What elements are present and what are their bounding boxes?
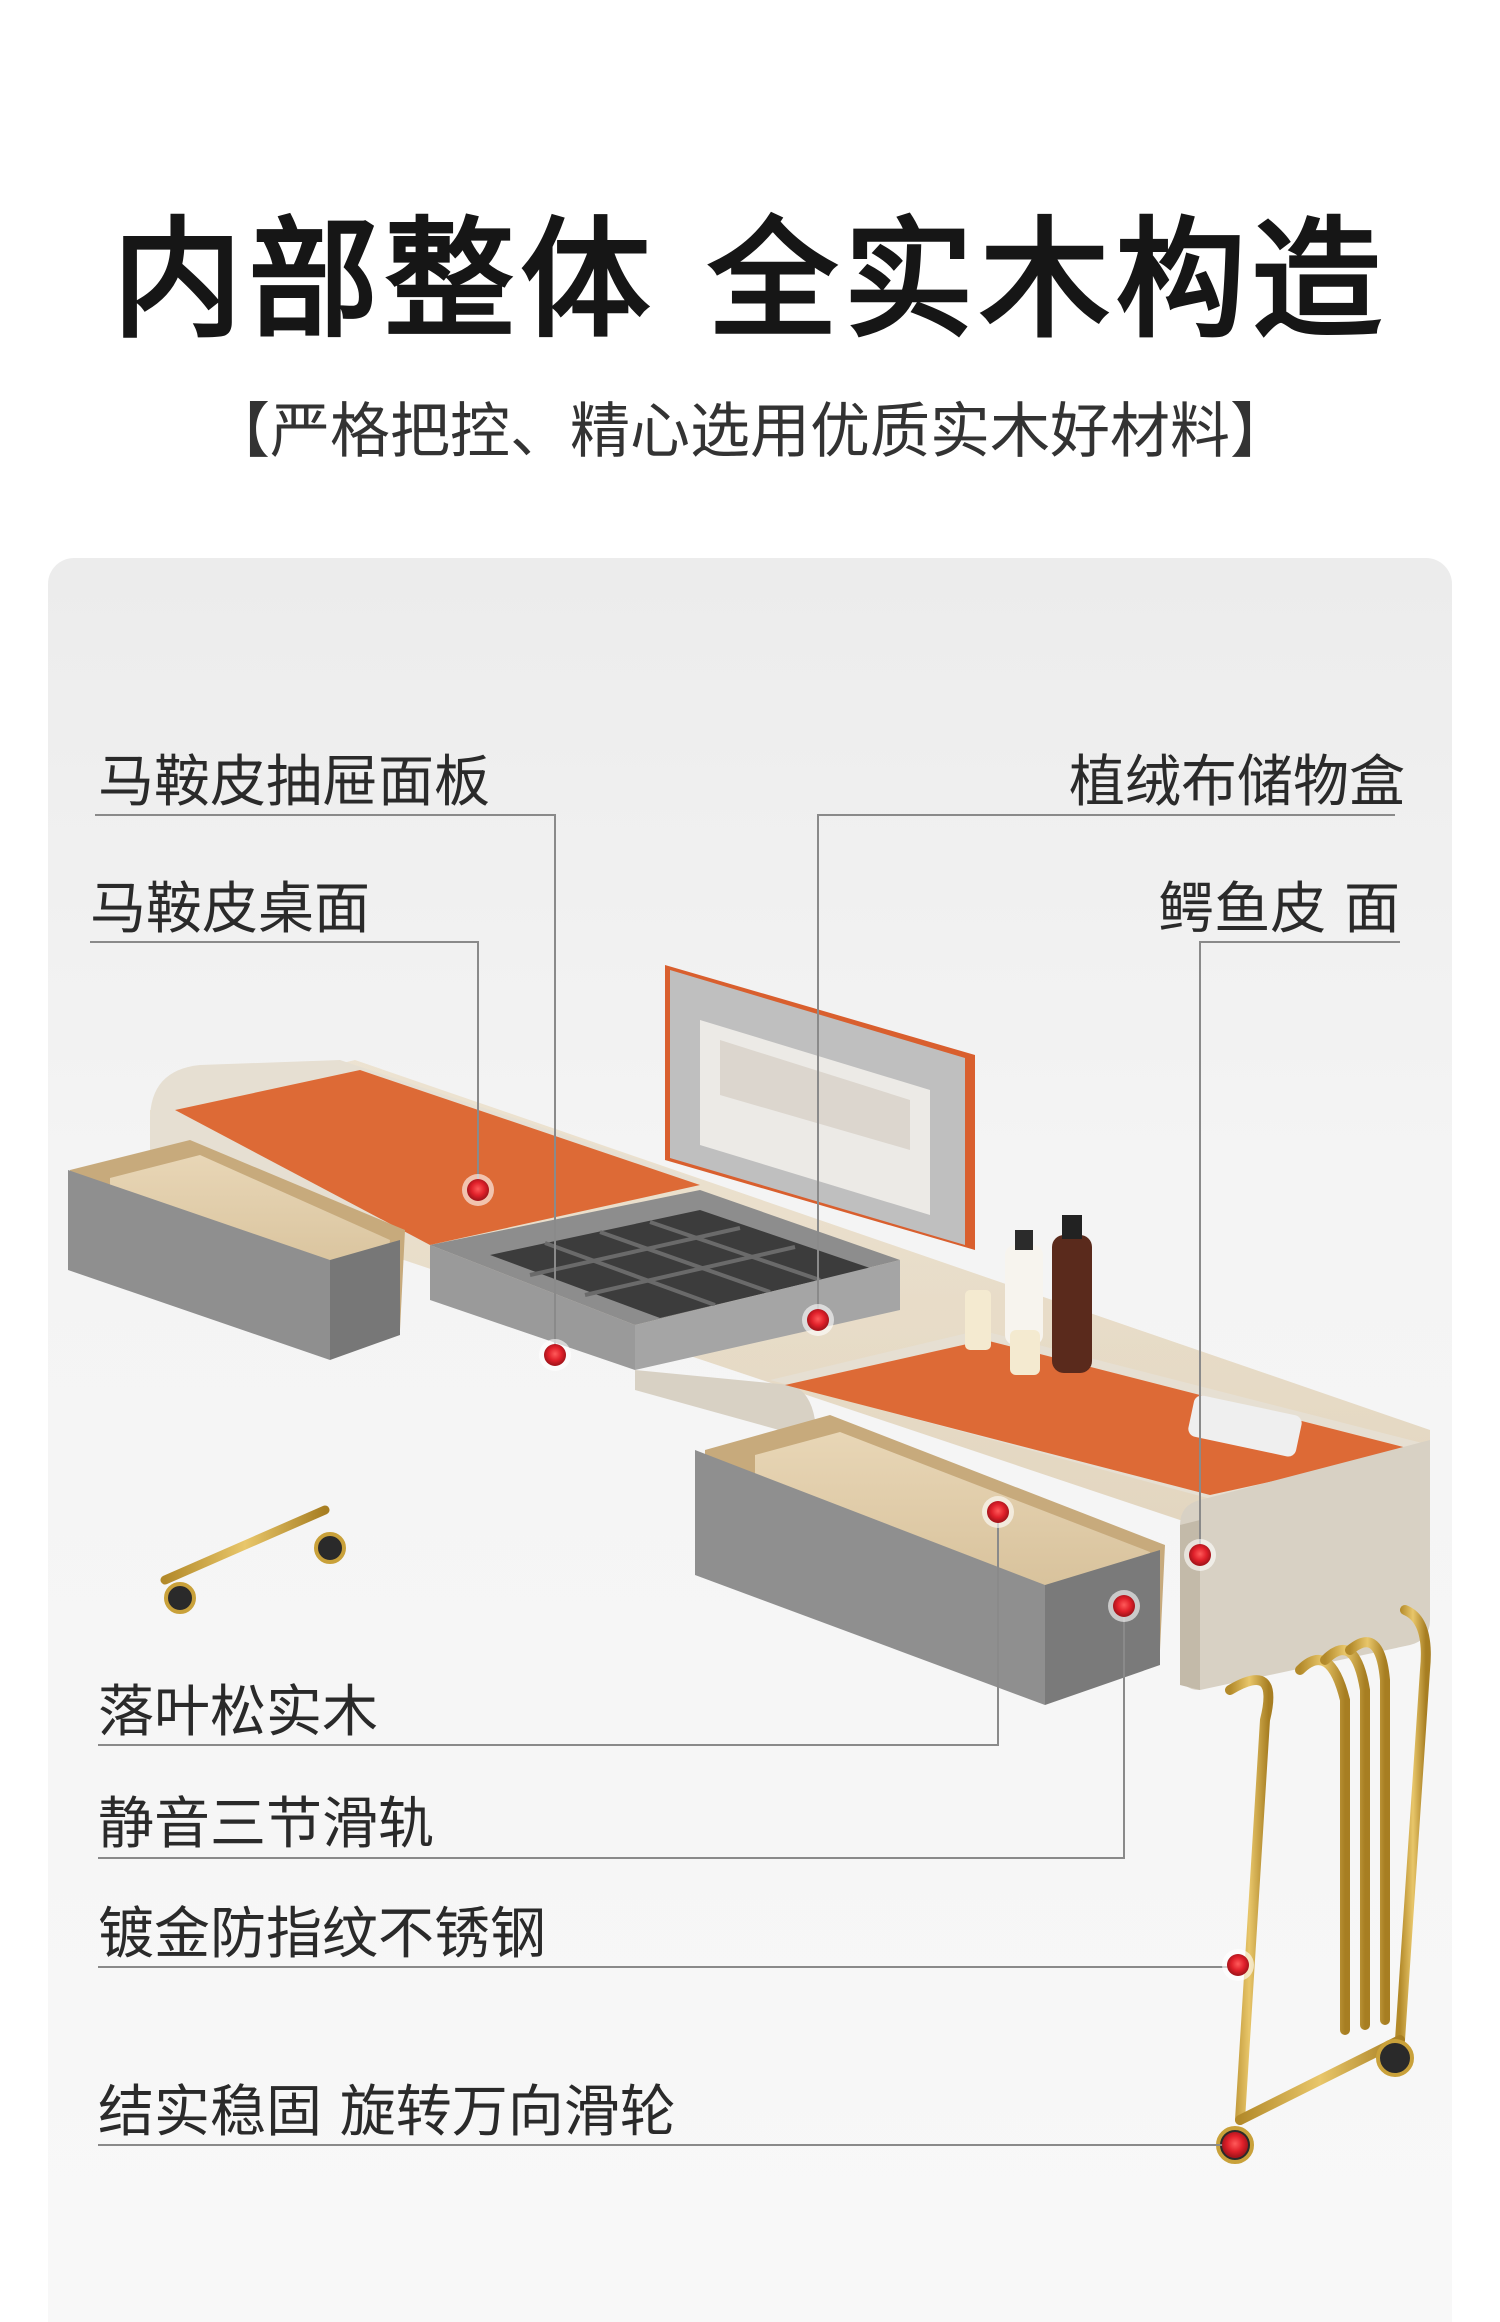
page-title: 内部整体 全实木构造: [112, 204, 1388, 356]
hotspot-slide-rail: [1113, 1595, 1135, 1617]
leader-lines: [90, 814, 1400, 2146]
mirror-panel: [665, 965, 975, 1250]
hotspot-steel: [1227, 1954, 1249, 1976]
callout-desk-top: 马鞍皮桌面: [90, 877, 370, 942]
hotspot-caster: [1222, 2132, 1248, 2158]
callout-caster: 结实稳固 旋转万向滑轮: [98, 2080, 676, 2145]
callout-steel: 镀金防指纹不锈钢: [98, 1902, 546, 1967]
hotspot-croc-leather: [1189, 1544, 1211, 1566]
right-desktop: [770, 1330, 1430, 1500]
right-drawer: [695, 1415, 1165, 1705]
hotspot-velvet-box: [807, 1309, 829, 1331]
hotspots: [462, 1174, 1254, 2158]
callout-larch-wood: 落叶松实木: [98, 1680, 378, 1745]
callout-croc-leather: 鳄鱼皮 面: [1158, 877, 1400, 942]
hotspot-larch-wood: [987, 1501, 1009, 1523]
callout-slide-rail: 静音三节滑轨: [98, 1792, 434, 1857]
hotspot-drawer-panel: [544, 1344, 566, 1366]
left-legs: [160, 1310, 330, 1585]
hotspot-desk-top: [467, 1179, 489, 1201]
storage-tray: [430, 1190, 900, 1440]
cosmetic-bottles: [965, 1215, 1092, 1375]
page-subtitle: 【严格把控、精心选用优质实木好材料】: [210, 397, 1290, 467]
callout-drawer-panel: 马鞍皮抽屉面板: [98, 750, 490, 815]
right-legs: [1225, 1605, 1431, 2125]
callout-velvet-box: 植绒布储物盒: [1069, 750, 1405, 815]
left-drawer: [68, 1140, 405, 1360]
